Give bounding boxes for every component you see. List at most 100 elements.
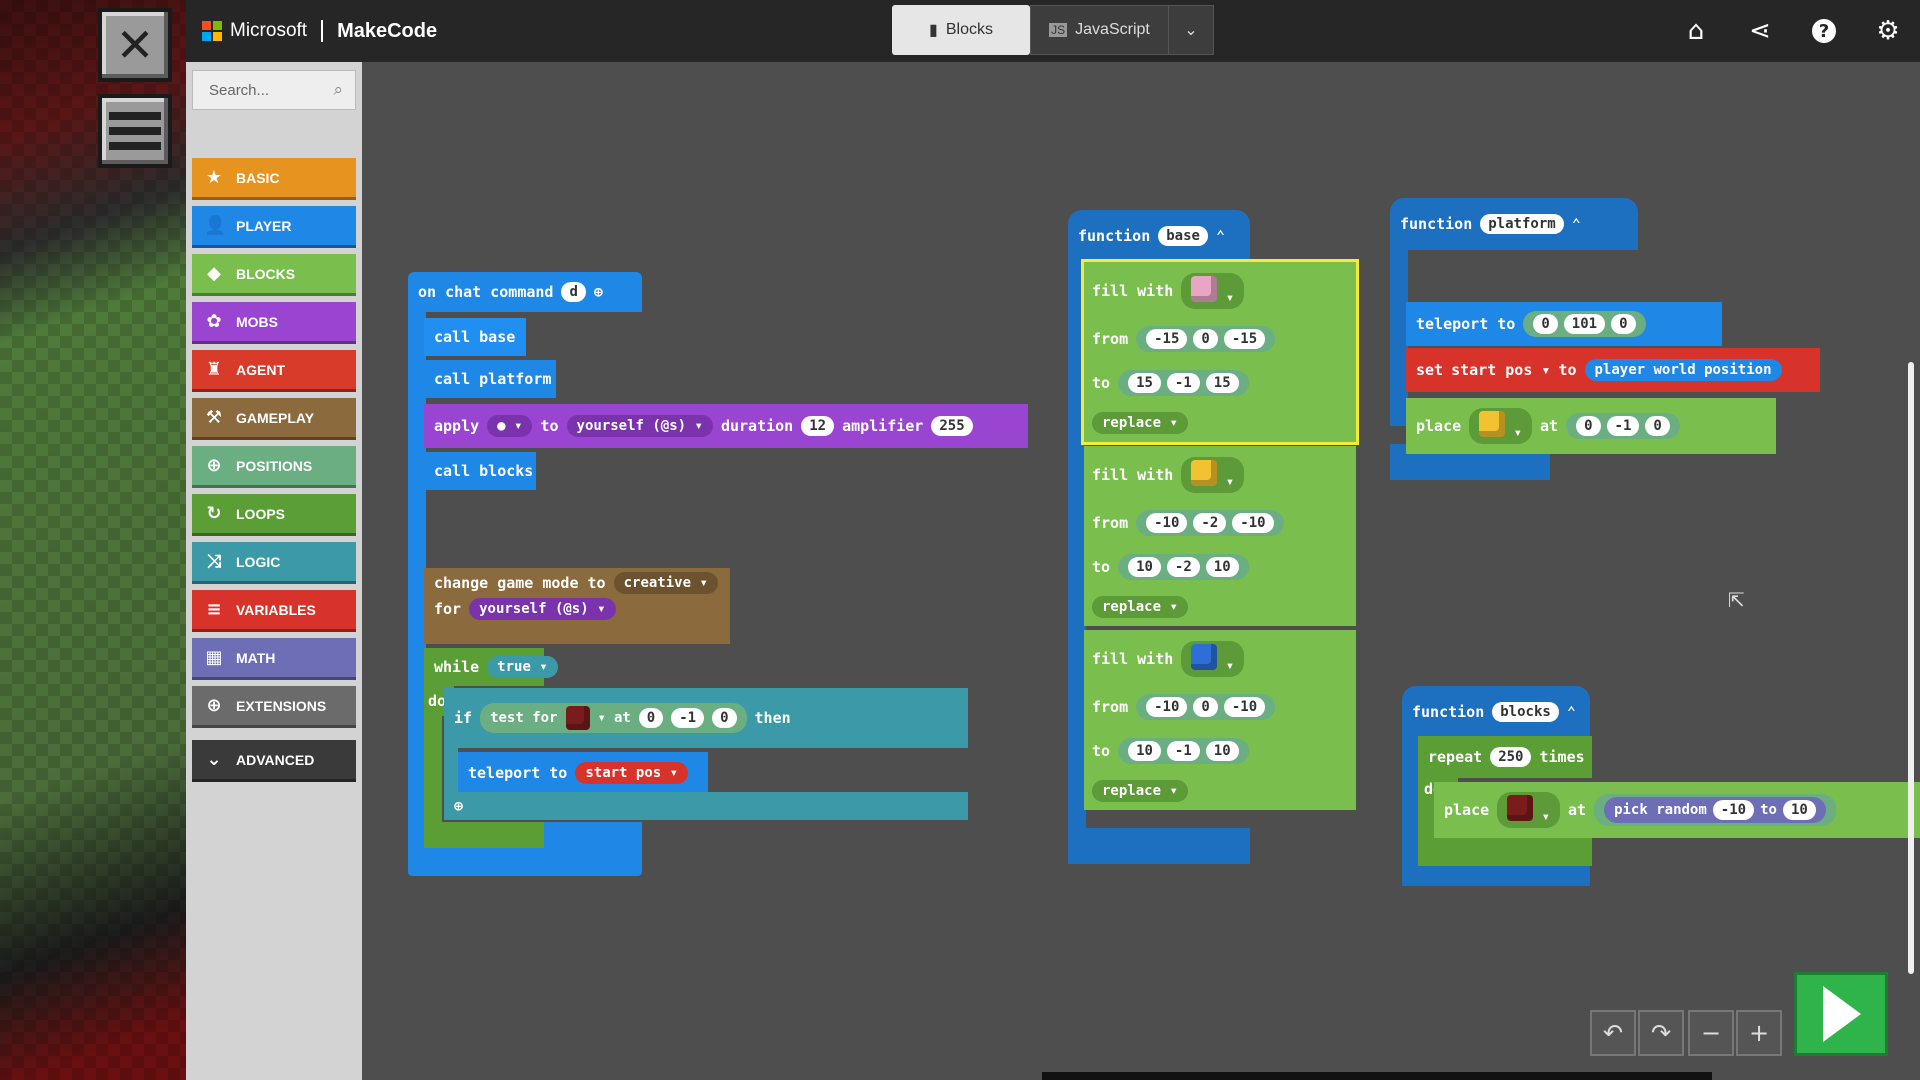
language-dropdown[interactable]: ⌄ [1168,5,1214,55]
z-coordinate[interactable]: 15 [1205,372,1239,393]
category-advanced[interactable]: ⌄ADVANCED [192,740,356,782]
run-button[interactable] [1794,972,1888,1056]
y-coordinate[interactable]: -1 [671,708,705,728]
close-icon[interactable]: ✕ [98,8,172,82]
help-icon[interactable]: ? [1792,19,1856,43]
x-coordinate[interactable]: 0 [638,708,664,728]
collapse-icon[interactable]: ⌃ [1571,215,1581,233]
y-coordinate[interactable]: 0 [1193,697,1218,718]
category-player[interactable]: 👤PLAYER [192,206,356,248]
add-parameter-icon[interactable]: ⊕ [593,283,603,301]
horizontal-scrollbar[interactable] [1042,1072,1712,1080]
random-max-input[interactable]: 10 [1782,800,1816,820]
brand-logo[interactable]: Microsoft MakeCode [202,20,437,43]
call-base-block[interactable]: call base [434,328,516,346]
z-coordinate[interactable]: -10 [1223,697,1266,718]
z-coordinate[interactable]: 0 [1645,416,1670,436]
player-position-block[interactable]: player world position [1584,359,1782,381]
tab-blocks[interactable]: ▮Blocks [892,5,1030,55]
category-math[interactable]: ▦MATH [192,638,356,680]
x-coordinate[interactable]: 10 [1128,740,1161,761]
block-type-icon[interactable] [1191,643,1218,670]
while-condition-dropdown[interactable]: true [487,656,558,678]
zoom-out-icon[interactable]: − [1688,1010,1734,1056]
target-dropdown[interactable]: yourself (@s) [566,415,713,437]
duration-input[interactable]: 12 [801,416,835,436]
category-blocks[interactable]: ◆BLOCKS [192,254,356,296]
gold-block-icon[interactable] [1479,411,1506,437]
category-variables[interactable]: ≡VARIABLES [192,590,356,632]
y-coordinate[interactable]: 0 [1193,329,1218,350]
y-coordinate[interactable]: 101 [1563,314,1606,334]
y-coordinate[interactable]: -1 [1606,416,1640,436]
x-coordinate[interactable]: 10 [1128,556,1161,577]
category-extensions[interactable]: ⊕EXTENSIONS [192,686,356,728]
fill-mode-dropdown[interactable]: replace [1092,780,1188,803]
category-positions[interactable]: ⊕POSITIONS [192,446,356,488]
category-logic[interactable]: ⤨LOGIC [192,542,356,584]
y-coordinate[interactable]: -1 [1166,372,1200,393]
effect-dropdown[interactable]: ● [487,415,533,437]
y-coordinate[interactable]: -1 [1166,740,1200,761]
game-mode-dropdown[interactable]: creative [613,572,718,594]
function-name-base[interactable]: base [1158,226,1208,246]
y-coordinate[interactable]: -2 [1193,513,1227,534]
random-min-input[interactable]: -10 [1712,800,1755,820]
block-type-icon[interactable] [1191,275,1218,302]
function-name-blocks[interactable]: blocks [1492,702,1559,722]
command-input[interactable]: d [561,282,586,302]
home-icon[interactable]: ⌂ [1687,16,1705,46]
function-name-platform[interactable]: platform [1480,214,1564,234]
z-coordinate[interactable]: -10 [1232,513,1274,534]
z-coordinate[interactable]: 10 [1205,556,1239,577]
collapse-icon[interactable]: ⌃ [1215,227,1225,245]
call-platform-block[interactable]: call platform [434,370,552,388]
x-coordinate[interactable]: -10 [1146,513,1188,534]
x-coordinate[interactable]: -15 [1146,329,1188,350]
category-basic[interactable]: ★BASIC [192,158,356,200]
fill-mode-dropdown[interactable]: replace [1092,412,1188,435]
x-coordinate[interactable]: 0 [1533,314,1558,334]
z-coordinate[interactable]: -15 [1223,329,1266,350]
variable-dropdown[interactable]: start pos [1451,361,1550,379]
block-type-icon[interactable] [1191,459,1218,486]
category-gameplay[interactable]: ⚒GAMEPLAY [192,398,356,440]
z-coordinate[interactable]: 0 [1611,314,1636,334]
x-coordinate[interactable]: 15 [1128,372,1161,393]
y-coordinate[interactable]: -2 [1166,556,1200,577]
start-pos-variable[interactable]: start pos [575,762,689,784]
settings-gear-icon[interactable]: ⚙ [1876,16,1900,46]
menu-icon[interactable] [98,94,172,168]
search-input[interactable]: Search...⌕ [192,70,356,110]
fill-mode-dropdown[interactable]: replace [1092,596,1188,619]
redo-icon[interactable]: ↷ [1638,1010,1684,1056]
vertical-scrollbar[interactable] [1908,362,1914,974]
block-type-icon[interactable] [565,706,590,730]
zoom-in-icon[interactable]: + [1736,1010,1782,1056]
category-mobs[interactable]: ✿MOBS [192,302,356,344]
amplifier-input[interactable]: 255 [931,416,973,436]
z-coordinate[interactable]: 10 [1205,740,1239,761]
x-coordinate[interactable]: 0 [1576,416,1601,436]
undo-icon[interactable]: ↶ [1590,1010,1636,1056]
category-agent[interactable]: ♜AGENT [192,350,356,392]
repeat-count-input[interactable]: 250 [1490,747,1532,767]
add-else-icon[interactable]: ⊕ [454,797,464,815]
for-target-dropdown[interactable]: yourself (@s) [469,598,616,620]
z-coordinate[interactable]: 0 [712,708,737,728]
